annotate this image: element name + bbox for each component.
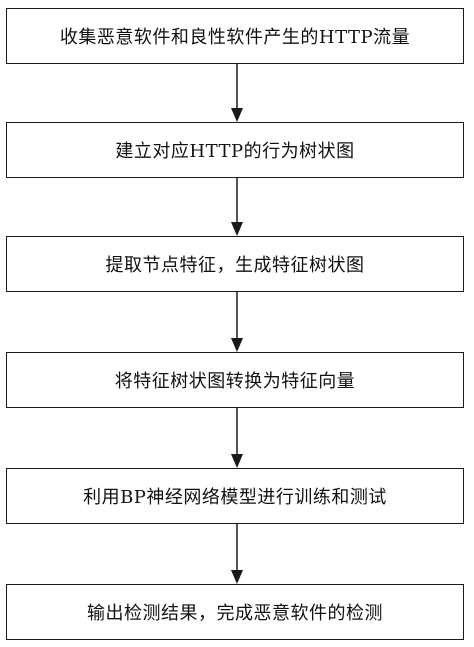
step-label: 提取节点特征，生成特征树状图 xyxy=(105,255,365,276)
arrow-down-icon xyxy=(230,524,244,584)
step-convert-to-feature-vector: 将特征树状图转换为特征向量 xyxy=(6,352,464,408)
step-train-bp-network: 利用BP神经网络模型进行训练和测试 xyxy=(6,468,464,524)
arrow-down-icon xyxy=(230,178,244,236)
step-label: 输出检测结果，完成恶意软件的检测 xyxy=(87,603,383,624)
step-label: 利用BP神经网络模型进行训练和测试 xyxy=(83,487,387,508)
step-label: 将特征树状图转换为特征向量 xyxy=(114,371,356,392)
step-collect-http-traffic: 收集恶意软件和良性软件产生的HTTP流量 xyxy=(6,8,464,64)
arrow-down-icon xyxy=(230,64,244,122)
step-label: 建立对应HTTP的行为树状图 xyxy=(115,141,355,162)
arrow-down-icon xyxy=(230,292,244,352)
step-build-behavior-tree: 建立对应HTTP的行为树状图 xyxy=(6,122,464,178)
arrow-down-icon xyxy=(230,408,244,468)
step-label: 收集恶意软件和良性软件产生的HTTP流量 xyxy=(59,27,411,48)
step-extract-node-features: 提取节点特征，生成特征树状图 xyxy=(6,236,464,292)
step-output-detection-result: 输出检测结果，完成恶意软件的检测 xyxy=(6,584,464,640)
